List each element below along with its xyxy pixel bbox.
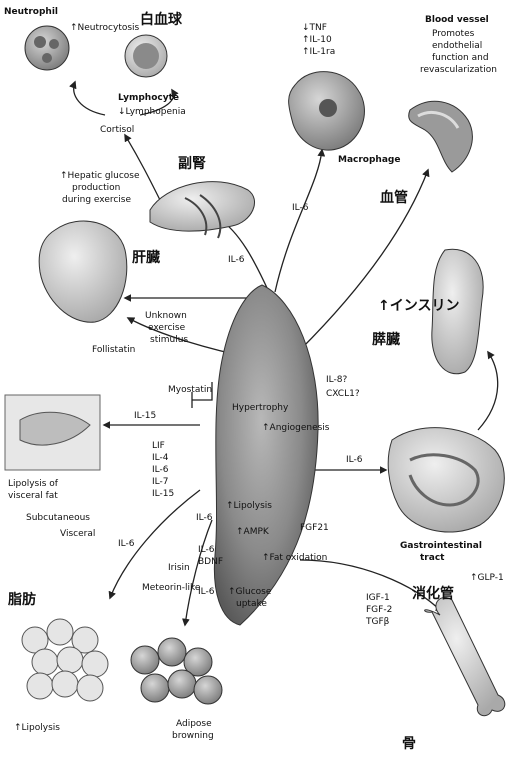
tgfb-label: TGFβ	[365, 617, 390, 627]
hepatic-line1: ↑Hepatic glucose	[60, 171, 140, 181]
hepatic-line2: production	[72, 183, 120, 193]
gi-line2: tract	[420, 553, 445, 563]
tnf-label: ↓TNF	[302, 23, 327, 33]
il4-item: IL-4	[152, 453, 169, 463]
unknown-line2: exercise	[148, 323, 186, 333]
arrow-to-macrophage	[275, 150, 322, 292]
arrow-to-adrenal	[218, 218, 268, 290]
hepatic-line3: during exercise	[62, 195, 132, 205]
glucose-line2: uptake	[236, 599, 267, 609]
bone-jp-label: 骨	[402, 735, 416, 752]
skeletal-muscle	[214, 285, 318, 625]
fat-jp-label: 脂肪	[7, 591, 36, 608]
bv-line1: Promotes	[432, 29, 475, 39]
blood-vessel	[409, 101, 473, 172]
fgf21-label: FGF21	[300, 523, 329, 533]
hypertrophy-label: Hypertrophy	[232, 403, 289, 413]
il6-bdnf-line2: BDNF	[198, 557, 223, 567]
fat-oxidation-label: ↑Fat oxidation	[262, 553, 327, 563]
il6-fat-label: IL-6	[118, 539, 135, 549]
vessel-jp-label: 血管	[380, 189, 408, 206]
bone	[425, 598, 505, 716]
arrow-cortisol-left	[74, 82, 105, 115]
irisin-label: Irisin	[168, 563, 190, 573]
il6-item: IL-6	[152, 465, 169, 475]
lymphocyte-cell	[125, 35, 167, 77]
bv-line2: endothelial	[432, 41, 482, 51]
il10-label: ↑IL-10	[302, 35, 332, 45]
brown-adipose	[131, 638, 222, 704]
gi-line1: Gastrointestinal	[400, 541, 482, 551]
lif-item: LIF	[152, 441, 165, 451]
adipose-line1: Adipose	[176, 719, 212, 729]
fgf2-label: FGF-2	[366, 605, 392, 615]
il15-item: IL-15	[152, 489, 174, 499]
adrenal-jp-label: 副腎	[178, 156, 206, 172]
lymphocyte-label: Lymphocyte	[118, 93, 179, 103]
liver	[39, 221, 127, 322]
il6-gi-label: IL-6	[346, 455, 363, 465]
arrow-gi-to-pancreas	[478, 352, 498, 430]
il8-label: IL-8?	[326, 375, 347, 385]
lipolysis-muscle-label: ↑Lipolysis	[226, 501, 272, 511]
angiogenesis-label: ↑Angiogenesis	[262, 423, 330, 433]
pancreas-jp-label: 膵臓	[372, 331, 400, 348]
visceral-label: Visceral	[60, 529, 95, 539]
adipose-line2: browning	[172, 731, 214, 741]
neutrophil-label: Neutrophil	[4, 7, 58, 17]
il1ra-label: ↑IL-1ra	[302, 47, 335, 57]
neutrocytosis-label: ↑Neutrocytosis	[70, 23, 140, 33]
visceral-fat-panel	[5, 395, 100, 470]
lymphopenia-label: ↓Lymphopenia	[118, 107, 186, 117]
myostatin-label: Myostatin	[168, 385, 212, 395]
arrow-adrenal-to-cortisol	[125, 135, 160, 200]
adrenal-gland	[150, 182, 255, 238]
adipose-tissue	[22, 619, 108, 701]
lipo-visceral-line2: visceral fat	[8, 491, 58, 501]
unknown-line3: stimulus	[150, 335, 188, 345]
il6-glucose-label: IL-6	[198, 587, 215, 597]
il6-adrenal-label: IL-6	[228, 255, 245, 265]
arrow-to-blood-vessel	[300, 170, 428, 350]
liver-jp-label: 肝臓	[132, 249, 160, 266]
cxcl1-label: CXCL1?	[326, 389, 360, 399]
il6-macro-label: IL-6	[292, 203, 309, 213]
blood-vessel-title: Blood vessel	[425, 15, 489, 25]
il15-top-label: IL-15	[134, 411, 156, 421]
insulin-jp-label: ↑インスリン	[378, 298, 459, 314]
unknown-line1: Unknown	[145, 311, 187, 321]
macrophage-cell	[289, 72, 365, 150]
subcutaneous-label: Subcutaneous	[26, 513, 90, 523]
bv-line4: revascularization	[420, 65, 497, 75]
macrophage-label: Macrophage	[338, 155, 400, 165]
lipo-visceral-line1: Lipolysis of	[8, 479, 59, 489]
follistatin-label: Follistatin	[92, 345, 135, 355]
il6-bdnf-line1: IL-6	[198, 545, 215, 555]
wbc-jp-label: 白血球	[140, 11, 183, 28]
meteorin-label: Meteorin-like	[142, 583, 201, 593]
bv-line3: function and	[432, 53, 489, 63]
gi-tract	[388, 428, 504, 532]
il6-lipo-label: IL-6	[196, 513, 213, 523]
glp1-label: ↑GLP-1	[470, 573, 504, 583]
gi-jp-label: 消化管	[412, 585, 454, 602]
glucose-line1: ↑Glucose	[228, 587, 272, 597]
ampk-label: ↑AMPK	[236, 527, 270, 537]
igf1-label: IGF-1	[366, 593, 390, 603]
lipolysis-fat-label: ↑Lipolysis	[14, 723, 60, 733]
il7-item: IL-7	[152, 477, 168, 487]
neutrophil-cell	[25, 26, 69, 70]
cortisol-label: Cortisol	[100, 125, 134, 135]
